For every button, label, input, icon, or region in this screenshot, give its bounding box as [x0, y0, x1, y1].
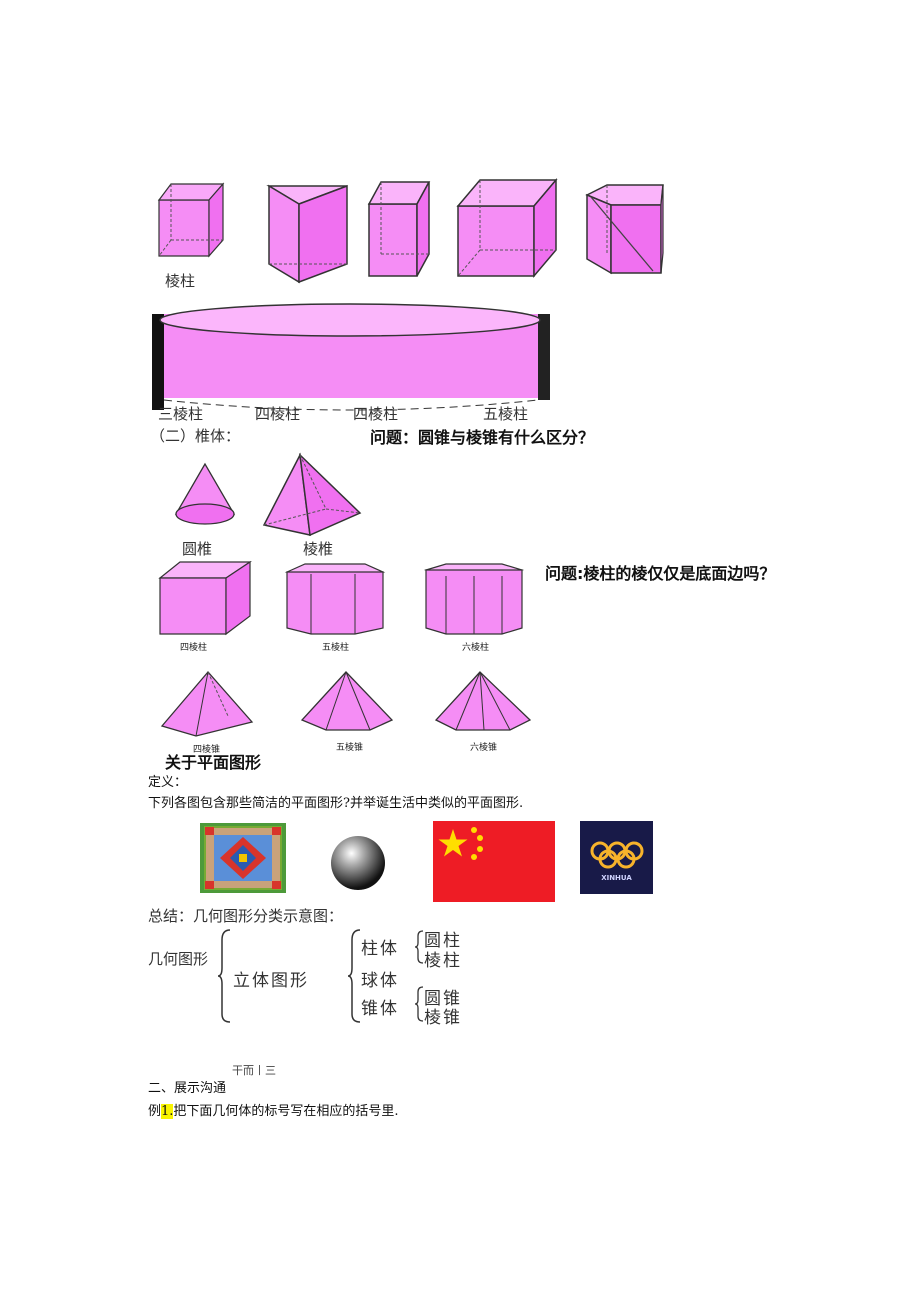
prism-label-3: 四棱柱 — [353, 405, 399, 423]
tree-cones: 锥体 — [361, 999, 399, 1019]
sphere-image — [331, 836, 385, 890]
square-prism-figure — [456, 177, 558, 279]
mosaic-tile-image — [200, 823, 286, 893]
tree-sphere: 球体 — [361, 971, 399, 991]
cone-figure — [174, 462, 236, 525]
prism-label-4: 五棱柱 — [483, 405, 529, 423]
tree-plane-fragment: 干而丨三 — [232, 1064, 276, 1077]
tree-pyramid: 棱锥 — [424, 1008, 462, 1028]
section-two-heading: 二、展示沟通 — [148, 1081, 227, 1096]
pentagonal-pyramid-figure — [300, 671, 394, 731]
prism-label-2: 四棱柱 — [255, 405, 301, 423]
cone-label: 圆椎 — [182, 540, 213, 558]
cylinder-figure — [152, 303, 550, 411]
tree-solid: 立体图形 — [233, 971, 309, 991]
square-pyramid-2-figure — [160, 671, 254, 737]
triangular-prism-figure — [266, 184, 348, 284]
example-text: 把下面几何体的标号写在相应的括号里. — [173, 1104, 399, 1119]
hexagonal-pyramid-figure — [434, 671, 532, 731]
china-flag-image — [433, 821, 555, 902]
cube-figure — [157, 182, 225, 258]
tree-brace-main — [217, 929, 231, 1023]
tree-cone: 圆锥 — [424, 989, 462, 1009]
pentagonal-prism-figure — [585, 184, 664, 275]
example-line: 例1.把下面几何体的标号写在相应的括号里. — [148, 1100, 399, 1119]
example-prefix: 例 — [148, 1104, 162, 1119]
prism-set-label-3: 六棱柱 — [462, 643, 490, 653]
hexagonal-prism-figure — [423, 563, 525, 635]
prism-label: 棱柱 — [165, 272, 196, 290]
pyramids-heading: （二）椎体： — [150, 427, 241, 445]
tree-columns: 柱体 — [361, 939, 399, 959]
tree-cylinder: 圆柱 — [424, 931, 462, 951]
plane-figures-prompt: 下列各图包含那些简洁的平面图形?并举诞生活中类似的平面图形. — [148, 796, 524, 811]
square-prism-2-figure — [158, 560, 252, 636]
plane-figures-heading: 关于平面图形 — [165, 753, 262, 772]
pyramid-set-label-2: 五棱锥 — [336, 743, 364, 753]
tree-prism: 棱柱 — [424, 951, 462, 971]
cone-question: 问题：圆锥与棱锥有什么区分？ — [370, 428, 595, 447]
prism-set-label-1: 四棱柱 — [180, 643, 208, 653]
tree-brace-cones — [414, 986, 424, 1022]
prism-set-label-2: 五棱柱 — [322, 643, 350, 653]
pyramid-label: 棱椎 — [303, 540, 334, 558]
tree-brace-solid — [347, 929, 361, 1023]
summary-title: 总结：几何图形分类示意图： — [148, 907, 344, 925]
pyramid-set-label-1: 四棱锥 — [193, 745, 221, 755]
olympic-rings-image: XINHUA — [580, 821, 653, 894]
definition-label: 定义： — [148, 775, 188, 790]
prism-edge-question: 问题:棱柱的棱仅仅是底面边吗？ — [545, 564, 776, 583]
pentagonal-prism-2-figure — [284, 563, 386, 635]
olympic-caption: XINHUA — [601, 874, 632, 882]
pyramid-figure — [262, 452, 362, 537]
tall-prism-figure — [367, 181, 431, 277]
example-number: 1. — [161, 1104, 174, 1119]
pyramid-set-label-3: 六棱锥 — [470, 743, 498, 753]
tree-brace-columns — [414, 930, 424, 964]
prism-label-1: 三棱柱 — [158, 405, 204, 423]
tree-root: 几何图形 — [148, 950, 209, 968]
